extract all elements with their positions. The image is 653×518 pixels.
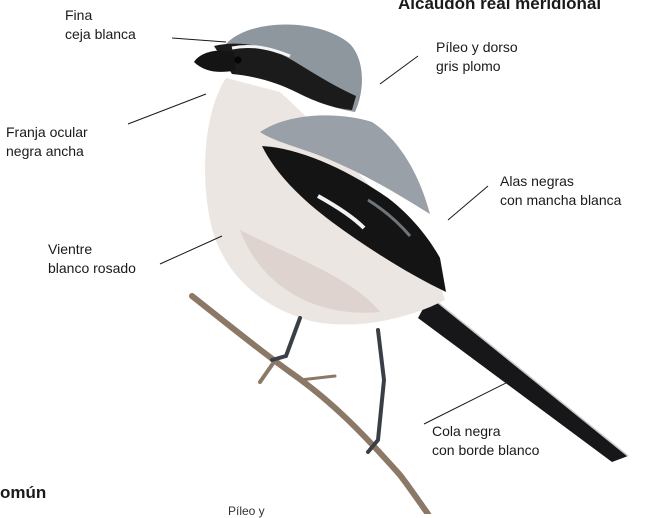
label-belly-line1: Vientre [48,240,136,259]
label-crown: Píleo y dorso gris plomo [436,38,518,76]
leader-line-eyestripe [128,94,206,124]
label-eyestripe-line1: Franja ocular [6,123,88,142]
label-belly: Vientre blanco rosado [48,240,136,278]
label-wings-line1: Alas negras [500,172,621,191]
label-eyebrow-line2: ceja blanca [65,25,136,44]
label-eyebrow: Fina ceja blanca [65,6,136,44]
leader-line-crown [380,56,418,84]
bottom-fragment: Píleo y [228,504,265,518]
label-wings: Alas negras con mancha blanca [500,172,621,210]
label-tail-line2: con borde blanco [432,441,539,460]
label-crown-line1: Píleo y dorso [436,38,518,57]
leader-line-eyebrow [172,38,226,42]
leader-line-belly [160,236,222,264]
label-eyebrow-line1: Fina [65,6,136,25]
bottom-heading: omún [0,483,46,503]
label-eyestripe: Franja ocular negra ancha [6,123,88,161]
branch [192,296,428,514]
leader-line-tail [424,378,516,424]
bird-legs [272,318,384,452]
label-eyestripe-line2: negra ancha [6,142,88,161]
label-belly-line2: blanco rosado [48,259,136,278]
leader-line-wings [448,186,488,220]
label-tail-line1: Cola negra [432,422,539,441]
label-crown-line2: gris plomo [436,57,518,76]
label-tail: Cola negra con borde blanco [432,422,539,460]
label-wings-line2: con mancha blanca [500,191,621,210]
